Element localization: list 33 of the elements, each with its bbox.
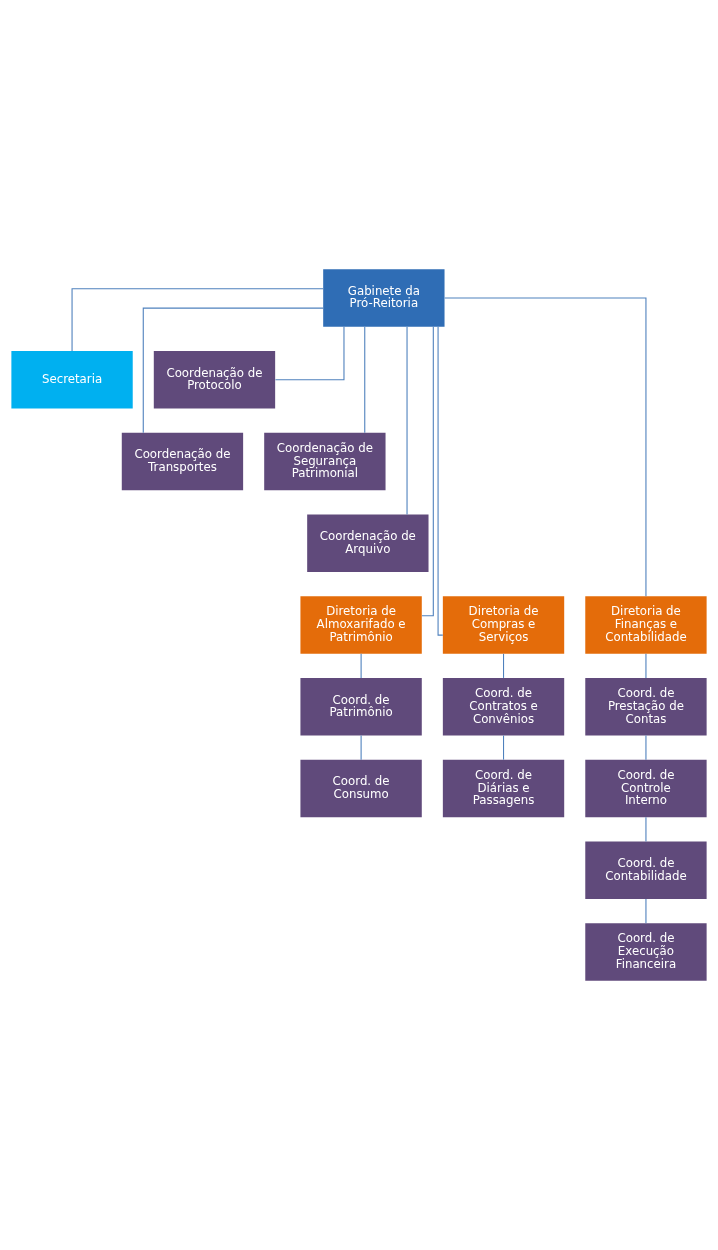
connector bbox=[645, 653, 647, 679]
connector bbox=[406, 326, 408, 516]
node-box: Gabinete da Pró-Reitoria bbox=[323, 269, 445, 327]
connector bbox=[71, 288, 324, 352]
connector bbox=[502, 653, 505, 679]
node-box: Coord. de Contratos e Convênios bbox=[442, 678, 565, 736]
node-box: Coord. de Diárias e Passagens bbox=[442, 759, 565, 818]
node-box: Coordenação de Transportes bbox=[121, 432, 244, 491]
connector bbox=[360, 653, 362, 679]
node-box: Coord. de Patrimônio bbox=[300, 678, 422, 736]
connector bbox=[645, 898, 647, 924]
connector bbox=[360, 735, 362, 761]
node-box: Secretaria bbox=[11, 351, 133, 409]
node-box: Diretoria de Compras e Serviços bbox=[442, 596, 565, 654]
node-box: Coordenação de Segurança Patrimonial bbox=[264, 432, 386, 491]
node-box: Coord. de Contabilidade bbox=[585, 841, 707, 899]
connector bbox=[645, 816, 647, 842]
node-box: Diretoria de Finanças e Contabilidade bbox=[585, 596, 707, 654]
connector bbox=[142, 307, 324, 434]
node-box: Diretoria de Almoxarifado e Patrimônio bbox=[300, 596, 422, 654]
connector bbox=[437, 326, 444, 636]
node-box: Coord. de Execução Financeira bbox=[585, 923, 707, 981]
node-box: Coordenação de Protocolo bbox=[153, 351, 276, 409]
connector bbox=[444, 297, 647, 597]
connector bbox=[502, 735, 505, 761]
node-box: Coord. de Prestação de Contas bbox=[585, 678, 707, 736]
node-box: Coordenação de Arquivo bbox=[307, 514, 429, 572]
connector bbox=[364, 326, 366, 434]
connector bbox=[274, 326, 345, 381]
node-box: Coord. de Controle Interno bbox=[585, 759, 707, 818]
connector bbox=[645, 735, 647, 761]
connector bbox=[421, 326, 434, 617]
node-box: Coord. de Consumo bbox=[300, 759, 422, 818]
